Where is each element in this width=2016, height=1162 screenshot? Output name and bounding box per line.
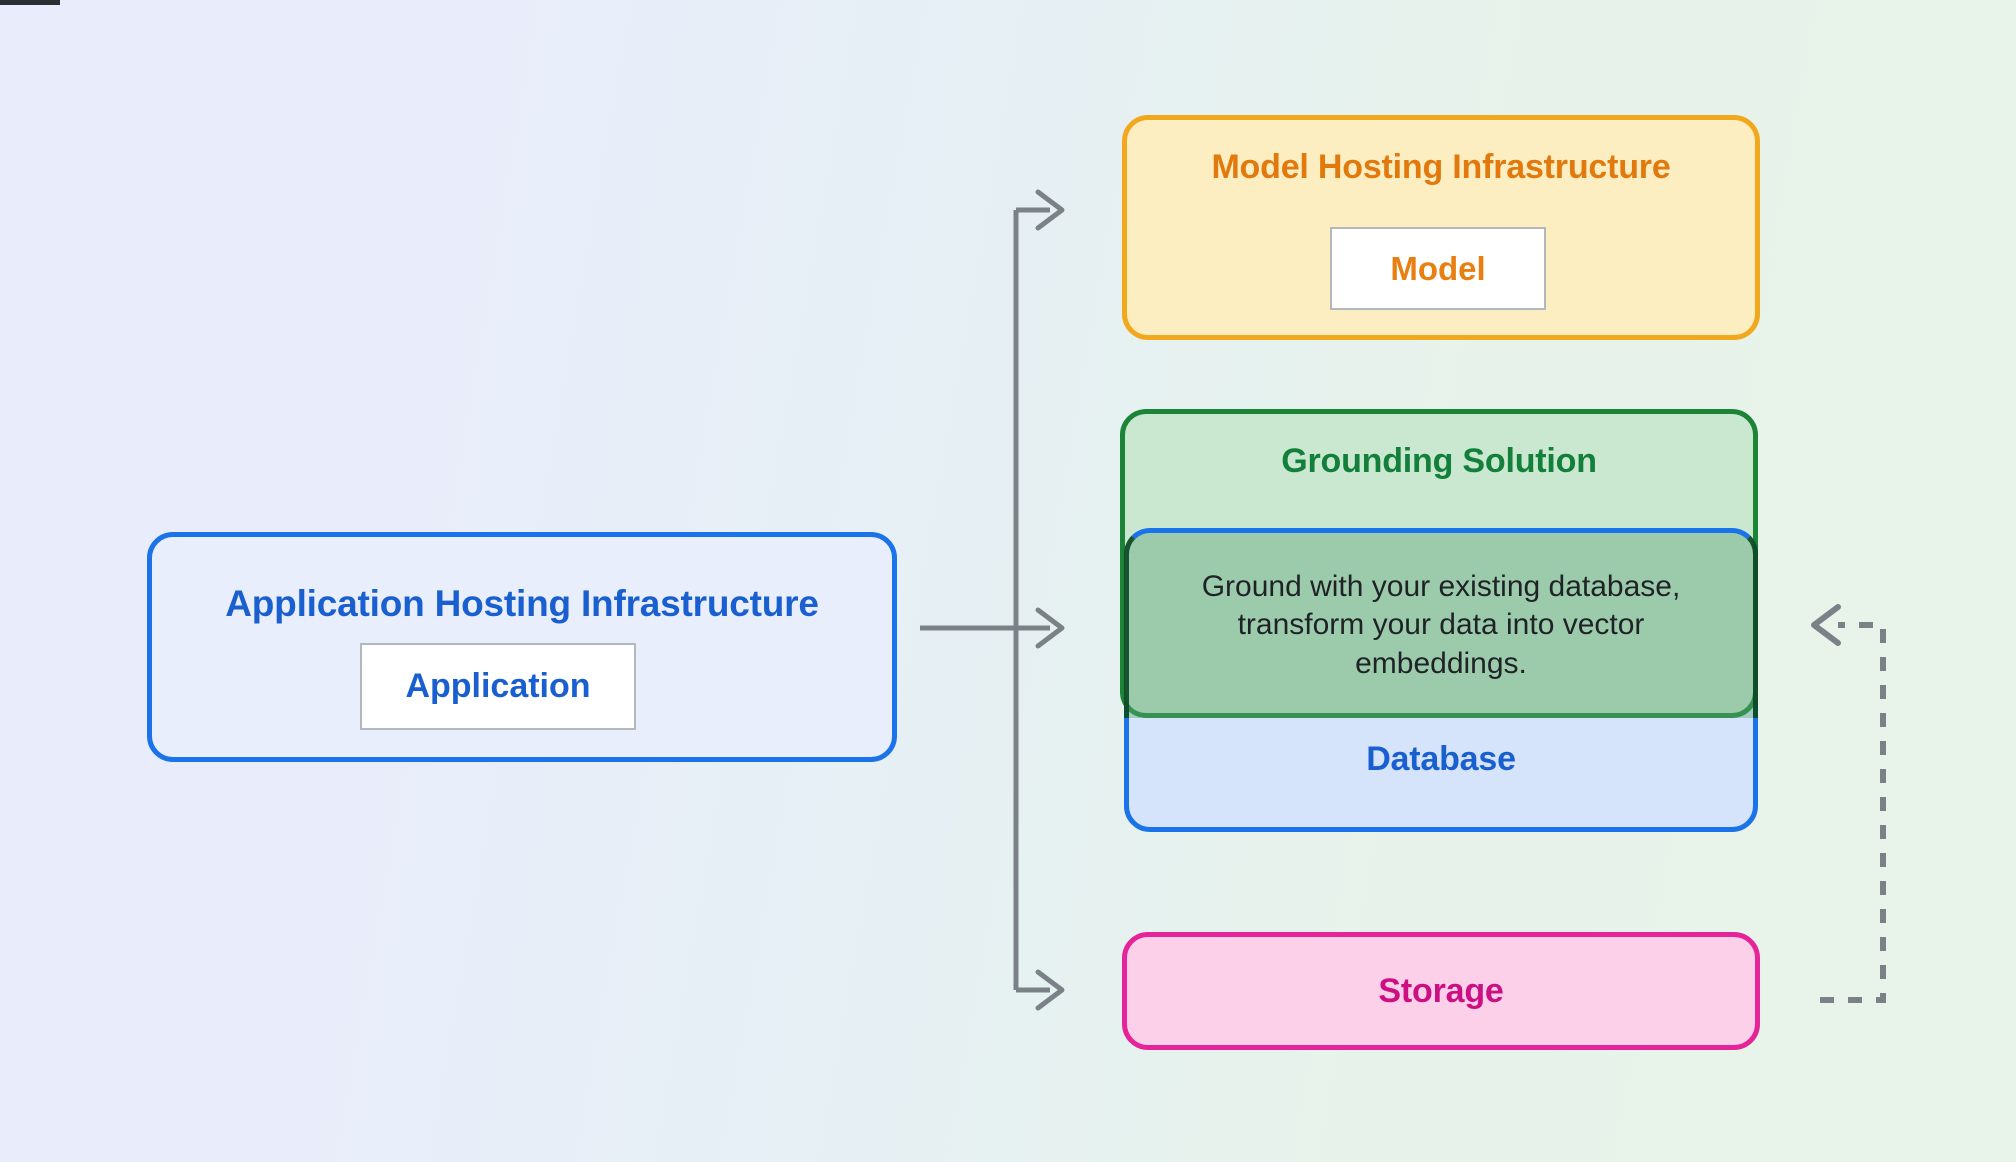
arrowhead-model-icon xyxy=(1035,189,1065,231)
grounding-database-overlap[interactable]: Ground with your existing database, tran… xyxy=(1124,528,1758,718)
arrowhead-grounding-icon xyxy=(1035,607,1065,649)
model-node[interactable]: Model xyxy=(1330,227,1546,310)
model-hosting-title: Model Hosting Infrastructure xyxy=(1211,148,1671,186)
arrowhead-storage-icon xyxy=(1035,969,1065,1011)
dashed-return-path xyxy=(1820,622,1886,1003)
solid-branch-connector xyxy=(920,207,1050,993)
grounding-solution-box[interactable]: Grounding Solution xyxy=(1120,409,1758,718)
corner-artifact xyxy=(0,0,60,5)
storage-box[interactable]: Storage xyxy=(1122,932,1760,1050)
database-title: Database xyxy=(1366,740,1516,778)
model-node-label: Model xyxy=(1390,249,1486,287)
solid-branch-arrowheads xyxy=(1035,189,1065,1011)
application-hosting-title: Application Hosting Infrastructure xyxy=(225,583,819,624)
storage-title: Storage xyxy=(1378,971,1504,1010)
application-node[interactable]: Application xyxy=(360,643,636,730)
grounding-solution-title: Grounding Solution xyxy=(1281,442,1597,480)
arrowhead-return-icon xyxy=(1811,604,1841,646)
dashed-return-connector xyxy=(1820,622,1886,1003)
application-node-label: Application xyxy=(405,667,591,705)
grounding-description: Ground with your existing database, tran… xyxy=(1201,569,1681,680)
